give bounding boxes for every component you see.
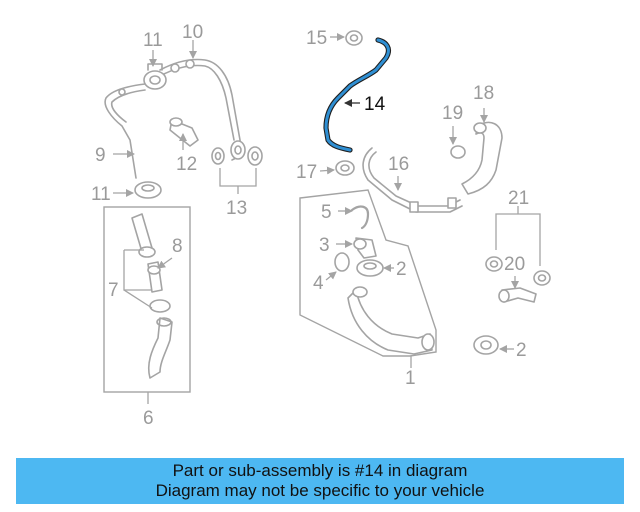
- callout-11-upper: 11: [143, 30, 163, 51]
- part-17-clamp: [335, 160, 355, 176]
- callout-16: 16: [388, 154, 409, 175]
- callout-17: 17: [296, 162, 317, 183]
- part-20-hose: [498, 287, 537, 303]
- part-6-hose-assembly: [123, 213, 173, 379]
- parts-diagram: 11 10 9 12 11 13 8 7 6 15 14 17 16 19 18…: [91, 22, 551, 429]
- part-14-hose-highlighted: [323, 37, 392, 153]
- callout-13: 13: [226, 198, 247, 219]
- callout-9: 9: [95, 145, 106, 166]
- callout-1: 1: [405, 368, 416, 389]
- part-3-elbow: [353, 237, 377, 259]
- part-13-washers: [211, 140, 263, 194]
- part-12-hose: [169, 117, 199, 147]
- part-1-hose: [347, 286, 435, 355]
- callout-7: 7: [108, 280, 119, 301]
- part-19-clamp: [450, 145, 466, 159]
- part-18-hose: [461, 121, 503, 195]
- callout-14: 14: [364, 94, 386, 115]
- caption-line-2: Diagram may not be specific to your vehi…: [155, 481, 485, 500]
- callout-labels: 11 10 9 12 11 13 8 7 6 15 14 17 16 19 18…: [91, 22, 529, 429]
- part-1-box: [299, 189, 437, 357]
- caption-line-1: Part or sub-assembly is #14 in diagram: [172, 461, 468, 480]
- callout-19: 19: [442, 103, 463, 124]
- part-9-pipe: [104, 83, 146, 179]
- callout-15: 15: [306, 28, 327, 49]
- callout-12: 12: [176, 154, 197, 175]
- callout-4: 4: [313, 273, 324, 294]
- part-5-hose: [350, 205, 370, 230]
- part-6-box: [103, 206, 191, 393]
- callout-3: 3: [319, 235, 330, 256]
- part-21-clamps: [485, 206, 551, 286]
- part-2-clamp-right: [473, 335, 499, 355]
- callout-8: 8: [172, 236, 183, 257]
- callout-10: 10: [182, 22, 203, 43]
- callout-6: 6: [143, 408, 154, 429]
- callout-21: 21: [508, 188, 529, 209]
- part-15-clip: [345, 30, 363, 46]
- part-16-pipe: [362, 147, 463, 213]
- part-10-pipe: [159, 58, 242, 161]
- callout-11-lower: 11: [91, 184, 111, 205]
- callout-2-right: 2: [516, 340, 527, 361]
- part-11-lower-clamp: [134, 181, 162, 199]
- part-2-clamp-center: [356, 259, 384, 277]
- part-4-oring: [334, 252, 350, 272]
- caption-bar: Part or sub-assembly is #14 in diagram D…: [16, 458, 624, 504]
- callout-20: 20: [504, 254, 525, 275]
- callout-5: 5: [321, 202, 332, 223]
- leader-lines: [113, 33, 519, 404]
- callout-18: 18: [473, 83, 494, 104]
- callout-2-center: 2: [396, 259, 407, 280]
- part-11-upper-clamp: [143, 63, 167, 90]
